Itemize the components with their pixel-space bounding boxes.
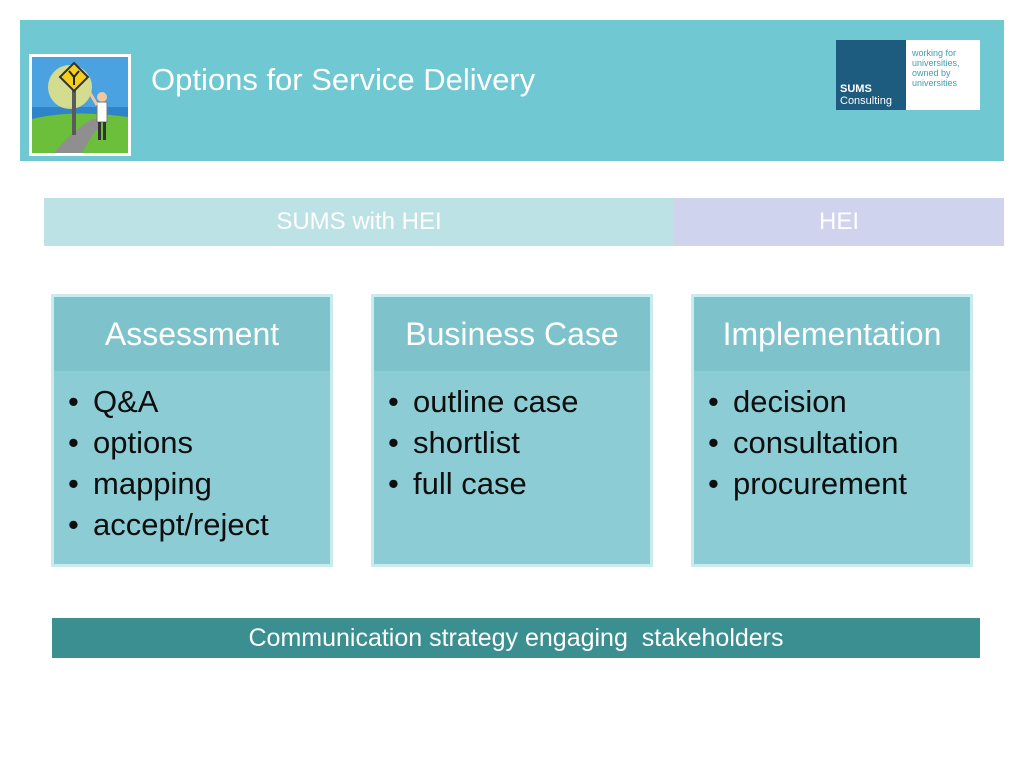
list-item: outline case: [388, 381, 650, 422]
list-item: Q&A: [68, 381, 330, 422]
stage-title: Implementation: [691, 294, 973, 374]
stage-card-business-case: Business Case outline case shortlist ful…: [371, 294, 653, 570]
stage-items: outline case shortlist full case: [371, 371, 653, 567]
slide-title: Options for Service Delivery: [151, 62, 536, 97]
band-sums-with-hei: SUMS with HEI: [44, 198, 674, 246]
logo-name-bold: SUMS: [840, 83, 872, 95]
list-item: accept/reject: [68, 504, 330, 545]
logo-name-rest: Consulting: [840, 95, 892, 107]
list-item: shortlist: [388, 422, 650, 463]
logo-tagline: working for universities, owned by unive…: [912, 48, 960, 88]
list-item: procurement: [708, 463, 970, 504]
list-item: mapping: [68, 463, 330, 504]
signpost-clipart-icon: [29, 54, 131, 156]
list-item: consultation: [708, 422, 970, 463]
stage-card-assessment: Assessment Q&A options mapping accept/re…: [51, 294, 333, 570]
band-hei: HEI: [674, 198, 1004, 246]
stage-items: Q&A options mapping accept/reject: [51, 371, 333, 567]
communication-strategy-bar: Communication strategy engaging stakehol…: [52, 618, 980, 658]
stage-items: decision consultation procurement: [691, 371, 973, 567]
stage-card-implementation: Implementation decision consultation pro…: [691, 294, 973, 570]
stage-title: Assessment: [51, 294, 333, 374]
list-item: decision: [708, 381, 970, 422]
stage-title: Business Case: [371, 294, 653, 374]
list-item: options: [68, 422, 330, 463]
list-item: full case: [388, 463, 650, 504]
